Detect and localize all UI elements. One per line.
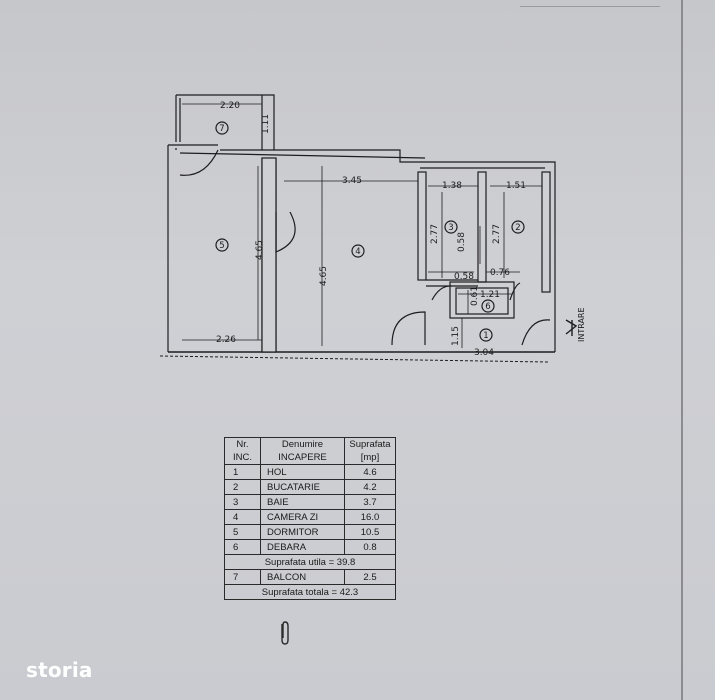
- door-balcony: [179, 149, 219, 176]
- entrance-label: INTRARE: [577, 307, 586, 342]
- dim-storage-depth: 0.61: [470, 286, 480, 306]
- dim-living-length: 4.65: [319, 266, 329, 286]
- marker-6: 6: [485, 302, 490, 312]
- marker-5: 5: [219, 241, 224, 251]
- dim-bedroom-width: 2.26: [216, 335, 236, 345]
- wall-top: [167, 144, 556, 352]
- rooms-table: Nr. INC. Denumire INCAPERE Suprafata [mp…: [224, 437, 396, 600]
- page-frame-right: [681, 0, 683, 700]
- paperclip-icon: [281, 621, 289, 645]
- table-row: 4 CAMERA ZI 16.0: [224, 509, 396, 525]
- door-hall-left: [391, 311, 426, 346]
- marker-1: 1: [483, 331, 488, 341]
- header-name: Denumire INCAPERE: [260, 437, 345, 465]
- table-row: 5 DORMITOR 10.5: [224, 524, 396, 540]
- dim-storage-width: 1.21: [480, 290, 500, 300]
- usable-total-row: Suprafata utila = 39.8: [224, 554, 396, 570]
- table-row: 7 BALCON 2.5: [224, 569, 396, 585]
- dim-hall-width: 3.04: [474, 348, 494, 358]
- door-bedroom: [275, 211, 296, 253]
- dim-bedroom-length: 4.65: [255, 240, 265, 260]
- dim-bath-length: 2.77: [430, 224, 440, 244]
- marker-4: 4: [355, 247, 360, 257]
- table-row: 2 BUCATARIE 4.2: [224, 479, 396, 495]
- wall-top-inner: [175, 148, 545, 169]
- table-row: 6 DEBARA 0.8: [224, 539, 396, 555]
- marker-3: 3: [448, 223, 453, 233]
- dim-balcony-depth: 1.11: [261, 114, 271, 134]
- dim-kitchen-width: 1.51: [506, 181, 526, 191]
- dim-bath-width: 1.38: [442, 181, 462, 191]
- header-nr: Nr. INC.: [224, 437, 261, 465]
- marker-7: 7: [219, 124, 224, 134]
- grand-total-row: Suprafata totala = 42.3: [224, 584, 396, 600]
- dim-bath-small-a: 0.58: [457, 232, 467, 252]
- dim-bath-small-c: 0.76: [490, 268, 510, 278]
- storia-logo: storia: [26, 658, 93, 682]
- table-row: 3 BAIE 3.7: [224, 494, 396, 510]
- dim-balcony-width: 2.20: [220, 101, 240, 111]
- table-header-row: Nr. INC. Denumire INCAPERE Suprafata [mp…: [224, 437, 396, 465]
- dim-bath-small-b: 0.58: [454, 272, 474, 282]
- entrance-arrow: [565, 319, 578, 336]
- rooms-table-wrapper: Nr. INC. Denumire INCAPERE Suprafata [mp…: [224, 437, 396, 600]
- dim-living-width: 3.45: [342, 176, 362, 186]
- table-row: 1 HOL 4.6: [224, 464, 396, 480]
- page-frame-top: [520, 6, 660, 7]
- door-entrance: [521, 319, 551, 346]
- dim-kitchen-length: 2.77: [492, 224, 502, 244]
- dim-hall-depth: 1.15: [451, 326, 461, 346]
- header-area: Suprafata [mp]: [344, 437, 396, 465]
- marker-2: 2: [515, 223, 520, 233]
- floor-plan: 7 5 4 3 2 6 1 2.20 1.11 2.26 4.65 3.45 4…: [159, 94, 586, 363]
- balcony-outline: [175, 94, 275, 150]
